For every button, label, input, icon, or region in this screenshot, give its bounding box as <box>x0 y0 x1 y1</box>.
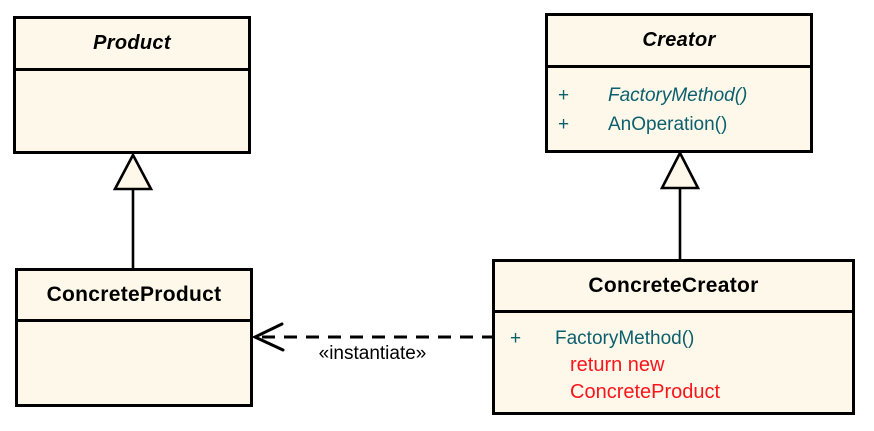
pseudocode-note-line: ConcreteProduct <box>570 381 721 403</box>
inheritance-triangle-icon <box>659 150 701 190</box>
method-label: FactoryMethod() <box>608 85 748 106</box>
method-factorymethod: + FactoryMethod() <box>558 81 810 110</box>
class-name-product: Product <box>16 19 248 71</box>
open-arrowhead-icon <box>251 322 285 352</box>
instantiate-stereotype-label: «instantiate» <box>318 343 427 364</box>
class-box-concrete-creator: ConcreteCreator + FactoryMethod() return … <box>492 259 855 415</box>
method-factorymethod: + FactoryMethod() <box>510 325 852 352</box>
inheritance-triangle-icon <box>112 152 154 191</box>
generalization-creator-connector <box>659 150 701 259</box>
generalization-product-connector <box>112 152 154 268</box>
class-name-concrete-product: ConcreteProduct <box>18 271 250 322</box>
class-body-concrete-creator: + FactoryMethod() return new ConcreteProd… <box>495 313 852 406</box>
visibility-sign: + <box>558 114 570 135</box>
method-label: FactoryMethod() <box>555 328 695 349</box>
method-label: AnOperation() <box>608 114 728 135</box>
class-box-concrete-product: ConcreteProduct <box>15 268 253 407</box>
visibility-sign: + <box>510 328 522 349</box>
visibility-sign: + <box>558 85 570 106</box>
class-body-creator: + FactoryMethod() + AnOperation() <box>548 68 810 139</box>
class-name-creator: Creator <box>548 16 810 68</box>
class-box-creator: Creator + FactoryMethod() + AnOperation() <box>545 13 813 153</box>
pseudocode-note-line: return new <box>570 354 665 376</box>
class-box-product: Product <box>13 16 251 154</box>
instantiate-dependency-arrow <box>251 322 492 352</box>
class-name-concrete-creator: ConcreteCreator <box>495 262 852 313</box>
method-anoperation: + AnOperation() <box>558 110 810 139</box>
